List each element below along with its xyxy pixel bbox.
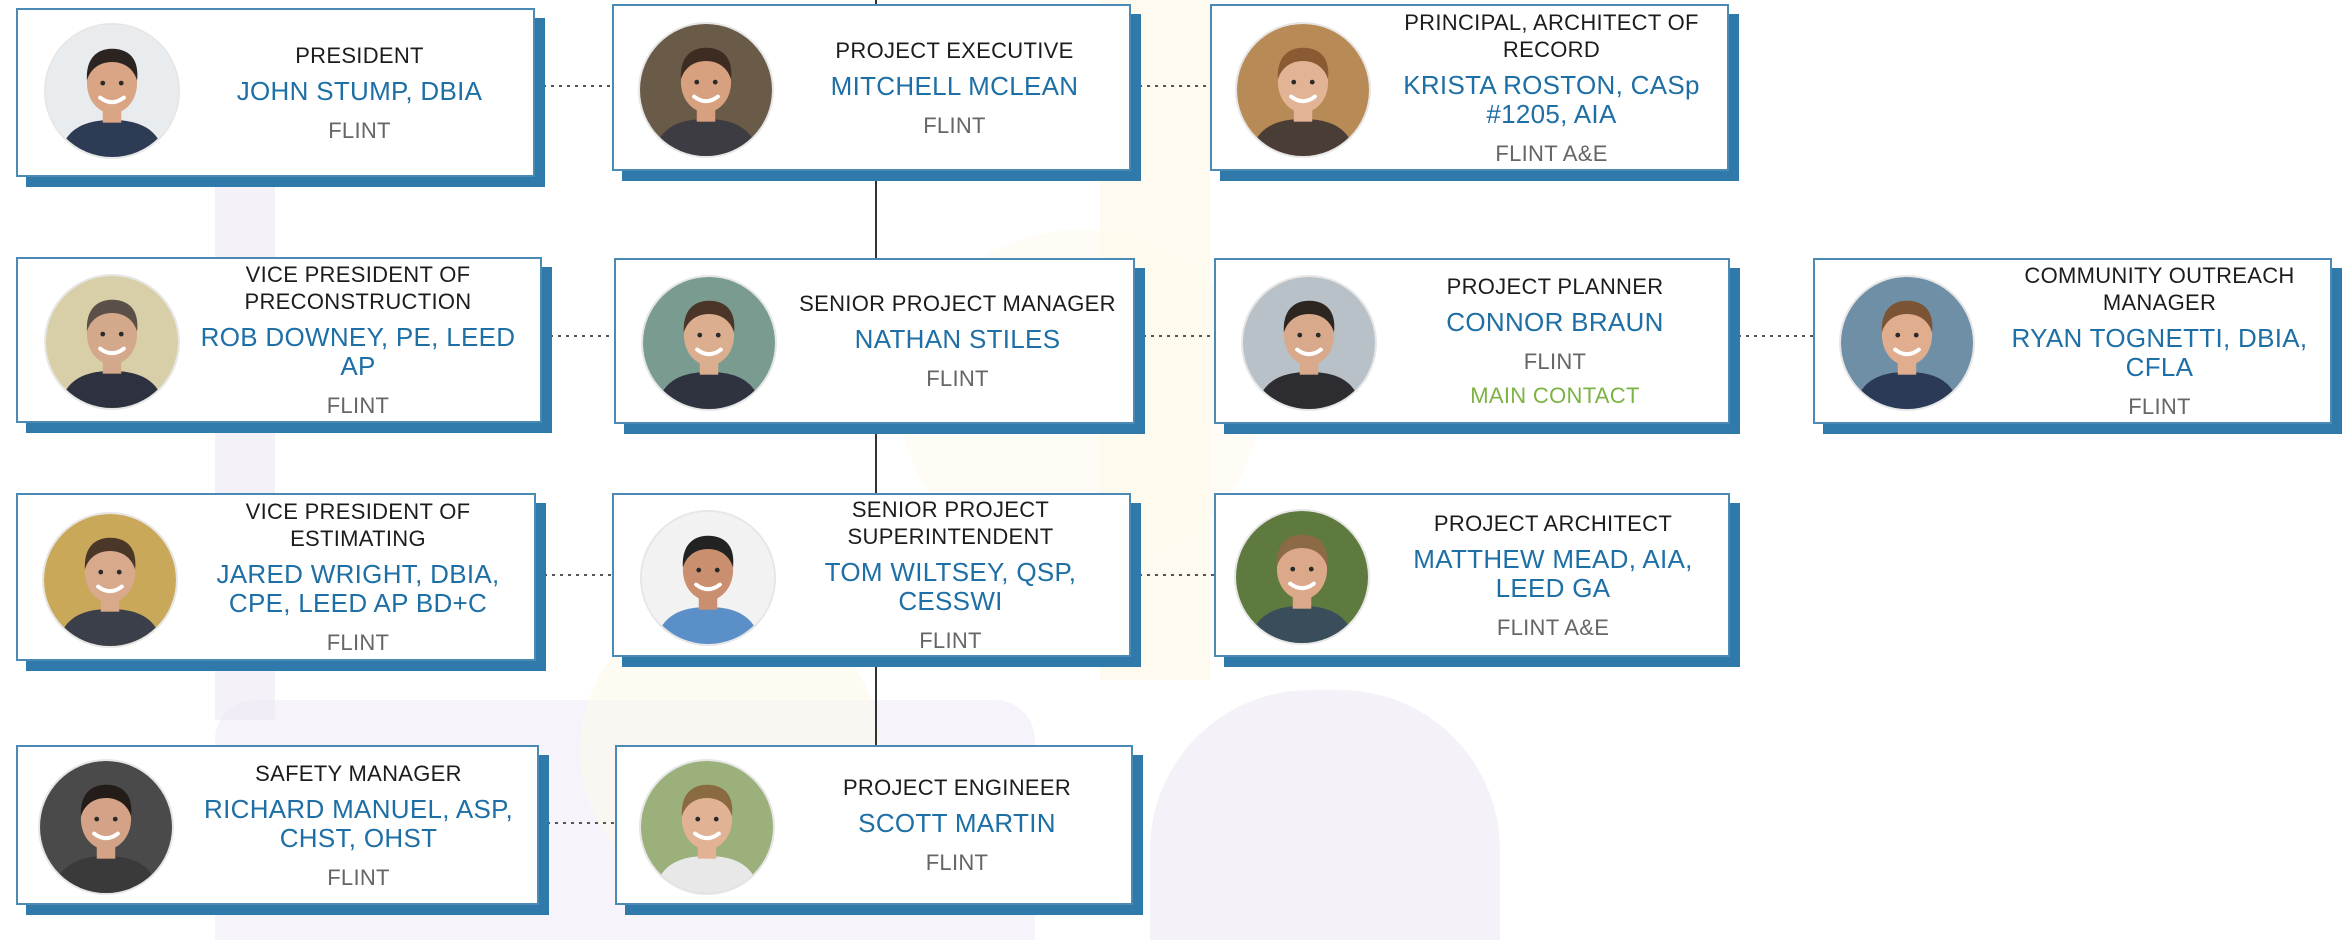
- org-card-vp-preconstruction: VICE PRESIDENT OF PRECONSTRUCTION ROB DO…: [16, 257, 542, 423]
- company-label: FLINT: [923, 112, 986, 138]
- avatar: [1235, 22, 1371, 158]
- org-card-president: PRESIDENT JOHN STUMP, DBIA FLINT: [16, 8, 535, 177]
- org-card-senior-pm: SENIOR PROJECT MANAGER NATHAN STILES FLI…: [614, 258, 1135, 424]
- headshot-illustration: [1841, 277, 1973, 409]
- person-name: NATHAN STILES: [854, 324, 1061, 354]
- company-label: FLINT: [326, 630, 390, 655]
- headshot-illustration: [1236, 511, 1368, 643]
- avatar: [38, 759, 174, 895]
- headshot-illustration: [46, 25, 178, 157]
- person-name: JOHN STUMP, DBIA: [236, 75, 483, 106]
- company-label: FLINT: [919, 628, 982, 653]
- org-card-principal-architect: PRINCIPAL, ARCHITECT OF RECORD KRISTA RO…: [1210, 4, 1729, 171]
- person-name: CONNOR BRAUN: [1446, 307, 1664, 337]
- person-name: MATTHEW MEAD, AIA, LEED GA: [1413, 543, 1693, 603]
- person-name: JARED WRIGHT, DBIA, CPE, LEED AP BD+C: [216, 559, 500, 618]
- headshot-illustration: [1243, 277, 1375, 409]
- main-contact-badge: MAIN CONTACT: [1470, 383, 1640, 408]
- org-card-project-executive: PROJECT EXECUTIVE MITCHELL MCLEAN FLINT: [612, 4, 1131, 171]
- org-card-community-outreach: COMMUNITY OUTREACH MANAGER RYAN TOGNETTI…: [1813, 258, 2332, 424]
- company-label: FLINT: [328, 117, 391, 143]
- avatar: [641, 275, 777, 411]
- watermark-shape: [1150, 690, 1500, 940]
- avatar: [1241, 275, 1377, 411]
- company-label: FLINT: [2128, 394, 2191, 419]
- role-title: PRINCIPAL, ARCHITECT OF RECORD: [1404, 9, 1699, 62]
- person-name: RYAN TOGNETTI, DBIA, CFLA: [2011, 323, 2308, 382]
- role-title: PRESIDENT: [295, 42, 424, 68]
- headshot-illustration: [640, 24, 772, 156]
- person-name: MITCHELL MCLEAN: [830, 70, 1079, 101]
- role-title: VICE PRESIDENT OF ESTIMATING: [245, 499, 471, 551]
- company-label: FLINT A&E: [1495, 140, 1608, 166]
- avatar: [42, 512, 178, 648]
- headshot-illustration: [1237, 24, 1369, 156]
- headshot-illustration: [642, 512, 774, 644]
- avatar: [640, 510, 776, 646]
- company-label: FLINT A&E: [1496, 614, 1610, 640]
- avatar: [44, 274, 180, 410]
- role-title: COMMUNITY OUTREACH MANAGER: [2024, 263, 2295, 315]
- role-title: SENIOR PROJECT SUPERINTENDENT: [847, 497, 1054, 549]
- org-card-project-architect: PROJECT ARCHITECT MATTHEW MEAD, AIA, LEE…: [1214, 493, 1730, 657]
- avatar: [639, 759, 775, 895]
- company-label: FLINT: [1523, 349, 1587, 374]
- headshot-illustration: [44, 514, 176, 646]
- company-label: FLINT: [327, 864, 390, 890]
- org-card-safety-manager: SAFETY MANAGER RICHARD MANUEL, ASP, CHST…: [16, 745, 539, 905]
- person-name: ROB DOWNEY, PE, LEED AP: [200, 322, 516, 381]
- org-card-project-engineer: PROJECT ENGINEER SCOTT MARTIN FLINT: [615, 745, 1133, 905]
- headshot-illustration: [46, 276, 178, 408]
- headshot-illustration: [641, 761, 773, 893]
- role-title: PROJECT EXECUTIVE: [835, 37, 1074, 63]
- role-title: PROJECT PLANNER: [1446, 274, 1664, 299]
- role-title: PROJECT ENGINEER: [842, 775, 1072, 800]
- avatar: [638, 22, 774, 158]
- company-label: FLINT: [326, 393, 390, 418]
- org-card-project-planner: PROJECT PLANNER CONNOR BRAUN FLINT MAIN …: [1214, 258, 1730, 424]
- role-title: SENIOR PROJECT MANAGER: [799, 291, 1116, 316]
- company-label: FLINT: [926, 366, 989, 391]
- org-card-vp-estimating: VICE PRESIDENT OF ESTIMATING JARED WRIGH…: [16, 493, 536, 661]
- headshot-illustration: [40, 761, 172, 893]
- avatar: [44, 23, 180, 159]
- role-title: SAFETY MANAGER: [255, 760, 462, 786]
- person-name: RICHARD MANUEL, ASP, CHST, OHST: [204, 793, 513, 853]
- role-title: PROJECT ARCHITECT: [1433, 510, 1673, 536]
- avatar: [1234, 509, 1370, 645]
- person-name: SCOTT MARTIN: [858, 808, 1056, 838]
- person-name: KRISTA ROSTON, CASp #1205, AIA: [1403, 69, 1700, 129]
- person-name: TOM WILTSEY, QSP, CESSWI: [824, 557, 1077, 616]
- role-title: VICE PRESIDENT OF PRECONSTRUCTION: [244, 262, 472, 314]
- avatar: [1839, 275, 1975, 411]
- company-label: FLINT: [925, 850, 989, 875]
- org-card-senior-superintendent: SENIOR PROJECT SUPERINTENDENT TOM WILTSE…: [612, 493, 1131, 657]
- headshot-illustration: [643, 277, 775, 409]
